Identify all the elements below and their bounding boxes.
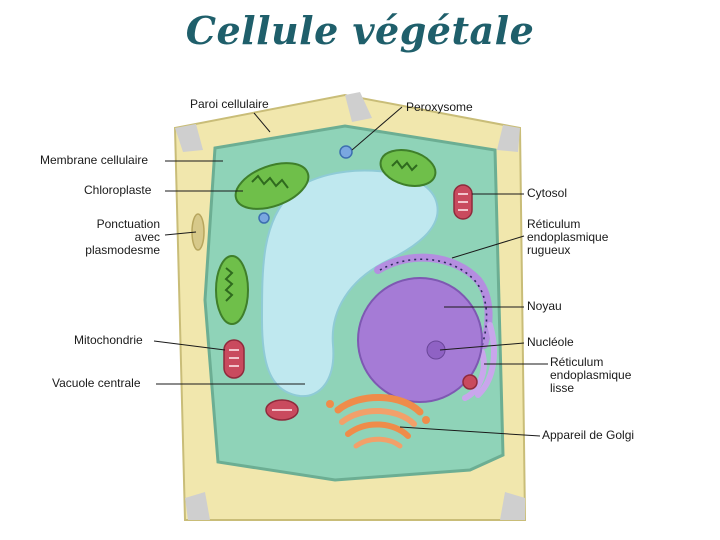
label-chloroplaste: Chloroplaste xyxy=(84,184,151,197)
label-ponctuation-plasmodesme: Ponctuation avec plasmodesme xyxy=(60,218,160,257)
label-noyau: Noyau xyxy=(527,300,562,313)
label-mitochondrie: Mitochondrie xyxy=(74,334,143,347)
label-nucleole: Nucléole xyxy=(527,336,574,349)
chloroplast xyxy=(216,256,248,324)
label-cytosol: Cytosol xyxy=(527,187,567,200)
label-reticulum-rugueux: Réticulum endoplasmique rugueux xyxy=(527,218,608,257)
mitochondrion xyxy=(454,185,472,219)
peroxisome xyxy=(340,146,352,158)
label-peroxysome: Peroxysome xyxy=(406,101,473,114)
label-reticulum-lisse: Réticulum endoplasmique lisse xyxy=(550,356,631,395)
label-vacuole-centrale: Vacuole centrale xyxy=(52,377,141,390)
peroxisome xyxy=(259,213,269,223)
mitochondrion xyxy=(463,375,477,389)
mitochondrion xyxy=(266,400,298,420)
label-paroi-cellulaire: Paroi cellulaire xyxy=(190,98,269,111)
mitochondrion xyxy=(224,340,244,378)
label-appareil-golgi: Appareil de Golgi xyxy=(542,429,634,442)
label-membrane-cellulaire: Membrane cellulaire xyxy=(40,154,148,167)
